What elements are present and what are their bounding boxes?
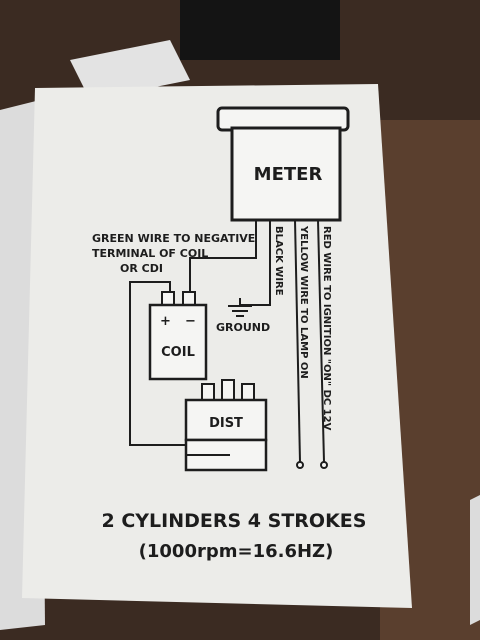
caption-line1: 2 CYLINDERS 4 STROKES — [102, 510, 367, 532]
background-paper-right — [470, 495, 480, 625]
red-wire-label: RED WIRE TO IGNITION "ON" DC 12V — [321, 226, 332, 431]
green-wire-note-line2: TERMINAL OF COIL — [92, 247, 208, 260]
background-paper-top — [70, 40, 190, 100]
coil: + − COIL — [148, 291, 208, 381]
coil-to-dist-wire — [129, 281, 190, 446]
yellow-wire-label: YELLOW WIRE TO LAMP ON — [298, 225, 309, 379]
yellow-wire-terminal — [296, 461, 304, 469]
green-wire-note-line1: GREEN WIRE TO NEGATIVE — [92, 232, 255, 245]
green-wire-note-line3: OR CDI — [120, 262, 163, 275]
ground-label: GROUND — [216, 321, 270, 334]
dist-label: DIST — [209, 416, 243, 431]
green-wire-to-coil — [189, 220, 257, 300]
meter-label: METER — [254, 164, 323, 185]
green-wire-note: GREEN WIRE TO NEGATIVE TERMINAL OF COIL … — [92, 232, 255, 275]
black-wire-label: BLACK WIRE — [273, 226, 284, 296]
coil-minus: − — [185, 314, 196, 329]
ground-symbol — [228, 298, 252, 317]
distributor: DIST — [184, 379, 268, 472]
yellow-wire — [294, 219, 301, 463]
coil-plus: + — [160, 314, 171, 329]
caption-line2: (1000rpm=16.6HZ) — [139, 541, 334, 562]
red-wire-terminal — [320, 461, 328, 469]
meter-box: METER — [216, 106, 350, 222]
dark-object — [180, 0, 340, 60]
red-wire — [317, 219, 325, 463]
wires — [129, 219, 325, 463]
coil-label: COIL — [161, 345, 195, 360]
